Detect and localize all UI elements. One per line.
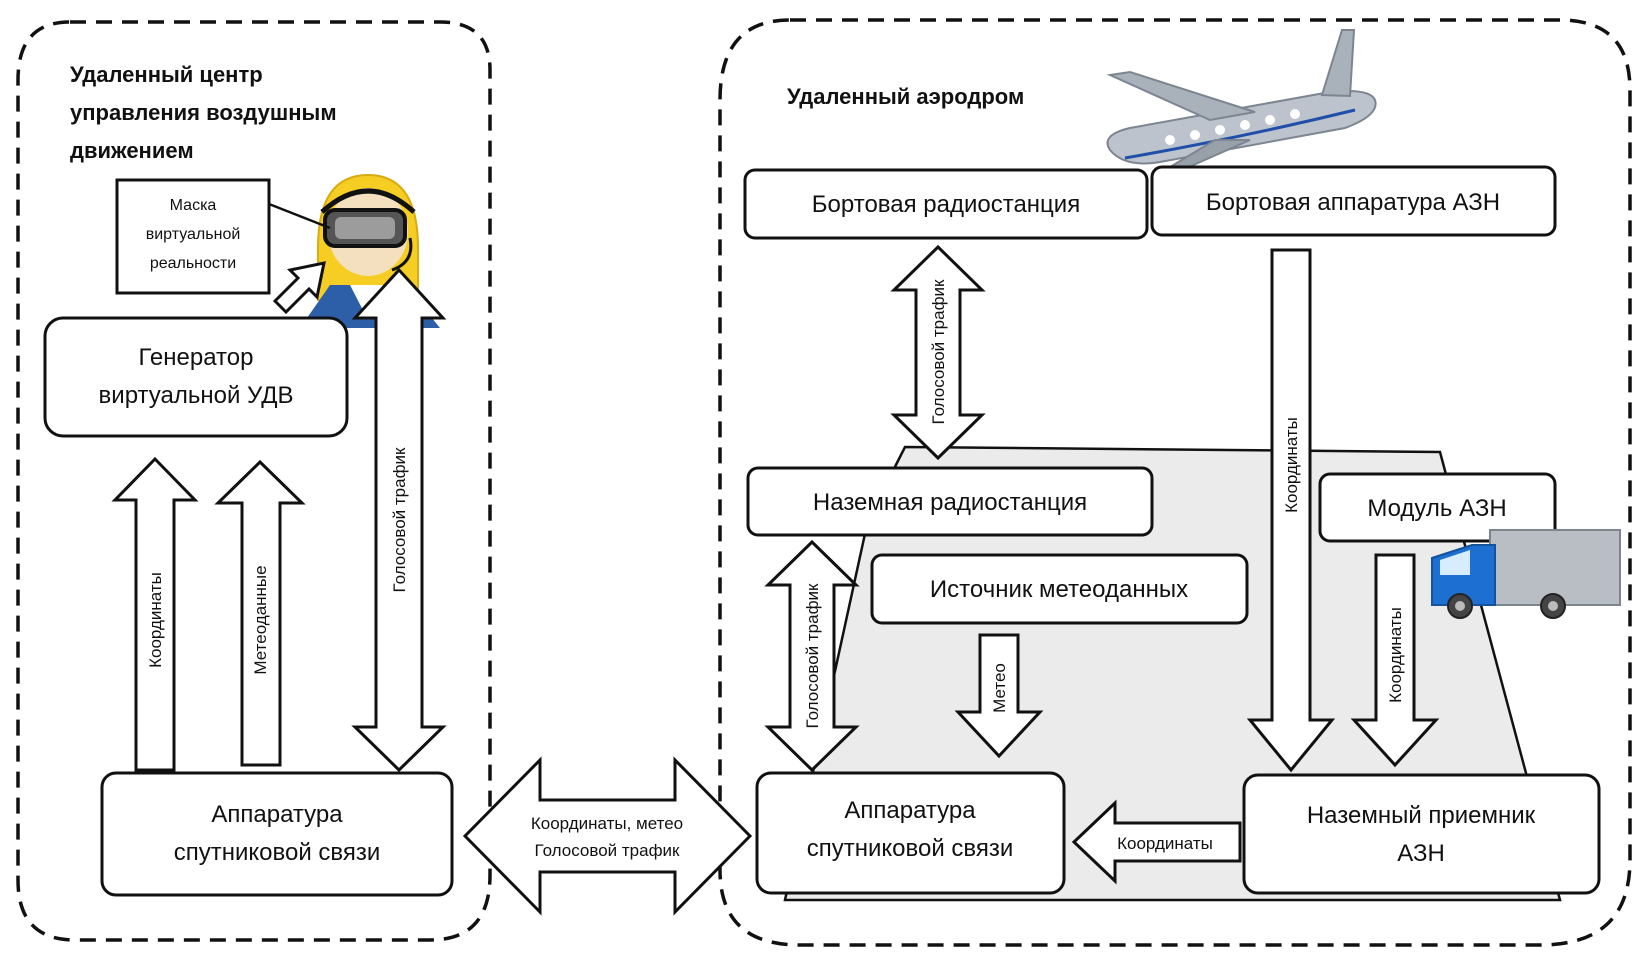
voice-top-double-arrow	[890, 244, 986, 461]
left-sat-equipment-label: спутниковой связи	[174, 839, 381, 866]
ground-receiver-label: Наземный приемник	[1307, 802, 1536, 829]
operator-with-headset-icon	[300, 173, 440, 328]
coordinates-long-down-arrow	[1246, 248, 1336, 773]
onboard-ads-label: Бортовая аппаратура АЗН	[1206, 189, 1500, 216]
meteo-down-arrow	[954, 633, 1044, 759]
control-center-region	[16, 20, 492, 942]
vr-mask-box	[115, 178, 271, 295]
meteo-data-up-arrow	[214, 459, 306, 767]
ground-radio-label: Наземная радиостанция	[813, 489, 1087, 516]
generator-box	[43, 316, 349, 438]
satellite-link-label: Голосовой трафик	[535, 841, 681, 860]
vr-mask-label: реальности	[150, 255, 236, 272]
onboard-radio-box	[743, 168, 1149, 240]
onboard-radio-label: Бортовая радиостанция	[812, 191, 1080, 218]
vr-mask-pointer	[268, 202, 331, 230]
coordinates-long-arrow-label: Координаты	[1282, 417, 1301, 513]
coordinates-horizontal-arrow-label: Координаты	[1117, 834, 1213, 853]
coordinates-short-arrow-label: Координаты	[1386, 607, 1405, 703]
onboard-ads-box	[1150, 165, 1557, 237]
truck-icon	[1431, 529, 1621, 619]
aerodrome-title: Удаленный аэродром	[787, 84, 1024, 109]
vr-mask-label: виртуальной	[146, 226, 241, 243]
left-sat-equipment-label: Аппаратура	[211, 801, 343, 828]
coordinates-short-down-arrow	[1350, 553, 1440, 768]
control-center-title: Удаленный центр	[70, 62, 263, 87]
ground-receiver-box	[1242, 773, 1601, 895]
voice-left-arrow-label: Голосовой трафик	[390, 447, 409, 593]
satellite-link-label: Координаты, метео	[531, 814, 683, 833]
voice-bottom-arrow-label: Голосовой трафик	[803, 583, 822, 729]
left-sat-equipment-box	[100, 771, 454, 897]
satellite-link-double-arrow	[462, 756, 753, 916]
generator-label: виртуальной УДВ	[99, 382, 294, 409]
control-center-title: управления воздушным	[70, 100, 337, 125]
vr-mask-label: Маска	[170, 197, 217, 214]
coordinates-arrow-label: Координаты	[146, 572, 165, 668]
aerodrome-region	[718, 18, 1632, 947]
voice-left-double-arrow	[351, 267, 447, 773]
ground-receiver-label: АЗН	[1397, 840, 1445, 867]
ground-radio-box	[746, 466, 1154, 537]
generator-label: Генератор	[139, 344, 254, 371]
ads-module-box	[1318, 472, 1557, 543]
coordinates-left-arrow	[1071, 799, 1242, 885]
control-center-title: движением	[70, 138, 194, 163]
voice-top-arrow-label: Голосовой трафик	[929, 279, 948, 425]
generator-to-mask-arrow	[272, 261, 326, 315]
meteo-source-label: Источник метеоданных	[930, 576, 1188, 603]
airplane-icon	[1106, 29, 1377, 171]
right-sat-equipment-label: Аппаратура	[844, 797, 976, 824]
ads-module-label: Модуль АЗН	[1367, 495, 1506, 522]
right-sat-equipment-label: спутниковой связи	[807, 835, 1014, 862]
right-sat-equipment-box	[755, 771, 1066, 895]
coordinates-up-arrow	[111, 456, 199, 772]
meteo-source-box	[870, 553, 1249, 625]
meteo-arrow-label: Метео	[990, 663, 1009, 713]
voice-bottom-double-arrow	[764, 539, 860, 773]
meteo-data-arrow-label: Метеоданные	[251, 565, 270, 674]
